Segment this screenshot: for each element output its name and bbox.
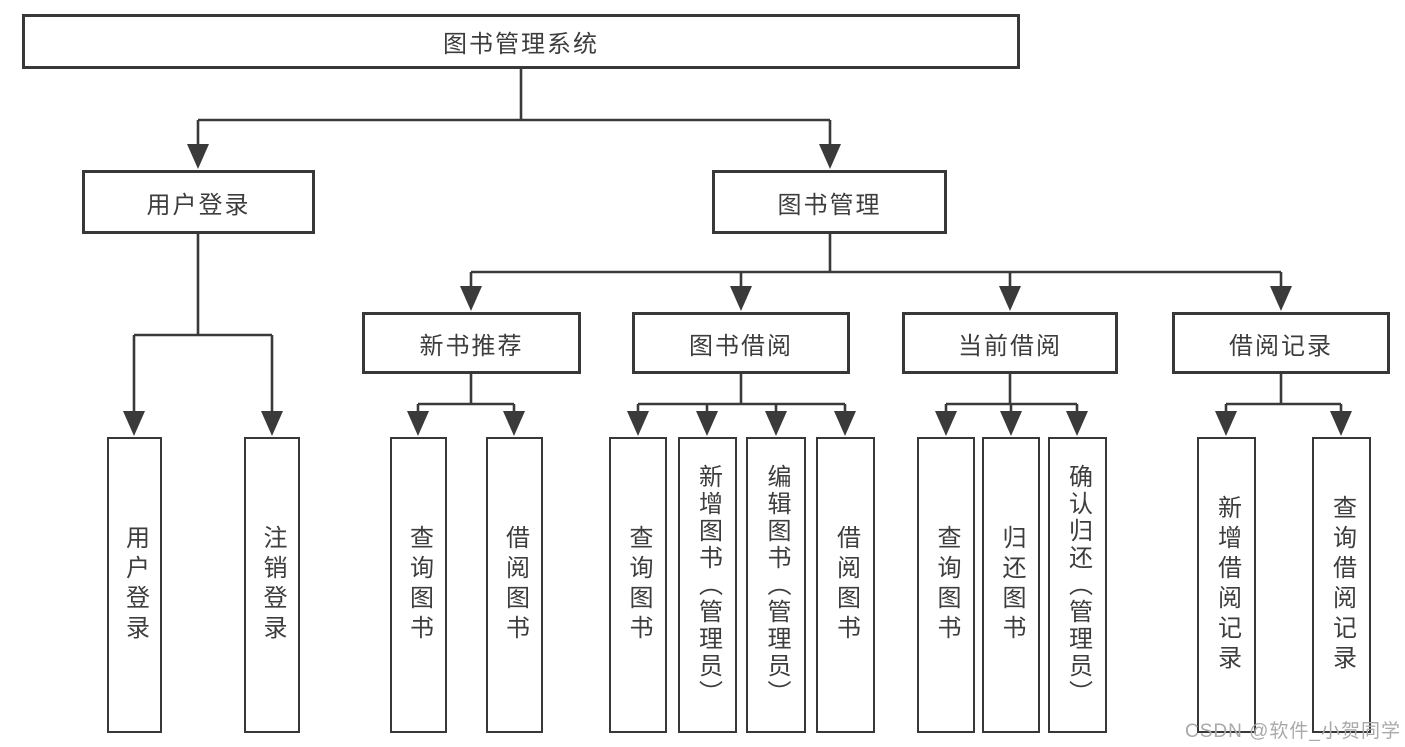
leaf-logout-label: 注销登录: [259, 525, 286, 645]
connector-records-split: [1215, 374, 1352, 436]
connector-book-management-split: [460, 234, 1292, 311]
node-borrow-records: 借阅记录: [1172, 312, 1390, 374]
leaf-user-login-label: 用户登录: [121, 525, 149, 645]
leaf-query-books-recommend: 查询图书: [390, 437, 447, 733]
leaf-borrow-books-recommend: 借阅图书: [486, 437, 543, 733]
node-user-login: 用户登录: [82, 170, 315, 234]
leaf-add-borrow-record: 新增借阅记录: [1197, 437, 1256, 733]
connector-current-split: [935, 374, 1088, 436]
leaf-borrow-books-recommend-label: 借阅图书: [501, 525, 529, 645]
leaf-add-book-admin: 新增图书（管理员）: [678, 437, 737, 733]
node-new-book-recommend: 新书推荐: [362, 312, 581, 374]
leaf-query-books-current: 查询图书: [917, 437, 975, 733]
leaf-query-books-recommend-label: 查询图书: [405, 525, 433, 645]
leaf-query-books-borrowing-label: 查询图书: [625, 525, 652, 645]
leaf-edit-book-admin-label: 编辑图书（管理员）: [763, 463, 790, 707]
leaf-add-book-admin-label: 新增图书（管理员）: [694, 463, 722, 707]
leaf-add-borrow-record-label: 新增借阅记录: [1213, 495, 1241, 675]
leaf-return-books-label: 归还图书: [998, 525, 1025, 645]
connector-root-split: [187, 69, 841, 169]
connector-recommend-split: [407, 374, 525, 436]
leaf-confirm-return-admin: 确认归还（管理员）: [1048, 437, 1107, 733]
leaf-query-borrow-record: 查询借阅记录: [1312, 437, 1371, 733]
connector-borrowing-split: [627, 374, 856, 436]
leaf-borrow-books-borrowing: 借阅图书: [816, 437, 875, 733]
node-book-management: 图书管理: [712, 170, 947, 234]
leaf-confirm-return-admin-label: 确认归还（管理员）: [1064, 463, 1092, 707]
connector-user-login-split: [123, 234, 283, 436]
csdn-watermark: CSDN @软件_小贺同学: [1185, 721, 1401, 742]
node-root: 图书管理系统: [22, 14, 1020, 69]
leaf-query-borrow-record-label: 查询借阅记录: [1328, 495, 1356, 675]
leaf-user-login: 用户登录: [107, 437, 162, 733]
leaf-query-books-current-label: 查询图书: [933, 525, 960, 645]
node-current-borrowing: 当前借阅: [902, 312, 1118, 374]
leaf-query-books-borrowing: 查询图书: [609, 437, 667, 733]
node-book-borrowing: 图书借阅: [632, 312, 850, 374]
leaf-borrow-books-borrowing-label: 借阅图书: [832, 525, 860, 645]
leaf-return-books: 归还图书: [982, 437, 1040, 733]
leaf-logout: 注销登录: [244, 437, 300, 733]
leaf-edit-book-admin: 编辑图书（管理员）: [746, 437, 806, 733]
